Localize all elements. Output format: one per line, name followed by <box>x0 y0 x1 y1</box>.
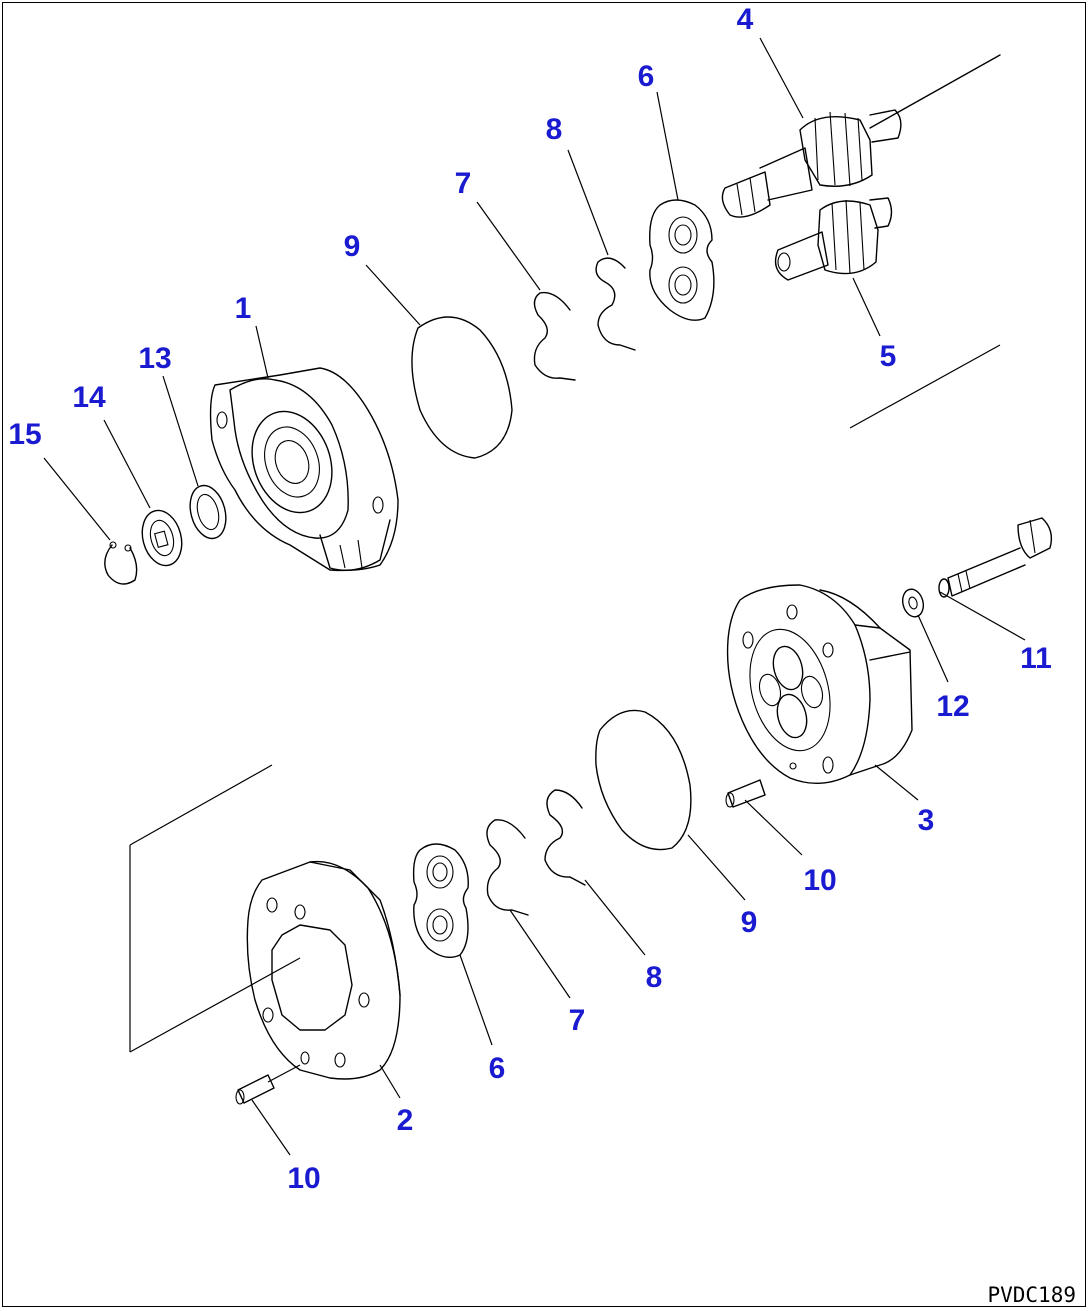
callout-5: 5 <box>880 340 897 373</box>
callout-7-upper: 7 <box>455 167 472 200</box>
callout-9-lower: 9 <box>741 906 758 939</box>
part-12-washer <box>901 588 925 618</box>
callout-10-left: 10 <box>287 1162 320 1195</box>
part-14-oil-seal <box>141 509 183 567</box>
part-8-upper-seal <box>595 257 636 351</box>
leader-lines <box>43 37 1026 1156</box>
callout-12: 12 <box>936 690 969 723</box>
part-8-lower-seal <box>544 789 586 886</box>
drawing-code: PVDC189 <box>987 1283 1076 1307</box>
callout-labels: 4 6 8 7 9 1 5 13 14 15 11 12 3 10 9 8 7 … <box>8 3 1052 1195</box>
callout-14: 14 <box>72 381 106 414</box>
part-7-lower-seal <box>486 819 529 916</box>
part-4-drive-shaft <box>721 54 1001 218</box>
part-10-right-dowel-pin <box>725 762 797 808</box>
callout-1: 1 <box>235 292 252 325</box>
part-5-driven-gear <box>774 197 893 281</box>
callout-6-lower: 6 <box>489 1052 506 1085</box>
part-11-bolt <box>938 517 1053 598</box>
assembly-reference-lines <box>129 344 1001 1053</box>
callout-2: 2 <box>397 1104 414 1137</box>
part-7-upper-seal <box>533 291 576 381</box>
callout-4: 4 <box>737 3 754 36</box>
callout-11: 11 <box>1020 642 1052 675</box>
callout-7-lower: 7 <box>569 1004 586 1037</box>
part-10-left-dowel-pin <box>235 1074 275 1105</box>
callout-6-upper: 6 <box>638 60 655 93</box>
callout-3: 3 <box>918 804 935 837</box>
callout-8-upper: 8 <box>546 113 563 146</box>
callout-13: 13 <box>138 342 171 375</box>
part-1-front-cover <box>209 367 399 572</box>
part-13-washer <box>189 484 227 540</box>
part-2-gear-case <box>246 860 401 1080</box>
callout-9-upper: 9 <box>344 230 361 263</box>
part-6-upper-plate <box>649 199 715 321</box>
part-9-upper-gasket <box>411 316 513 459</box>
callout-8-lower: 8 <box>646 961 663 994</box>
part-6-lower-plate <box>412 843 469 958</box>
part-9-lower-gasket <box>595 709 692 851</box>
callout-10-right: 10 <box>803 864 836 897</box>
part-15-snap-ring <box>104 541 138 585</box>
part-3-rear-cover <box>726 584 913 784</box>
callout-15: 15 <box>8 418 41 451</box>
